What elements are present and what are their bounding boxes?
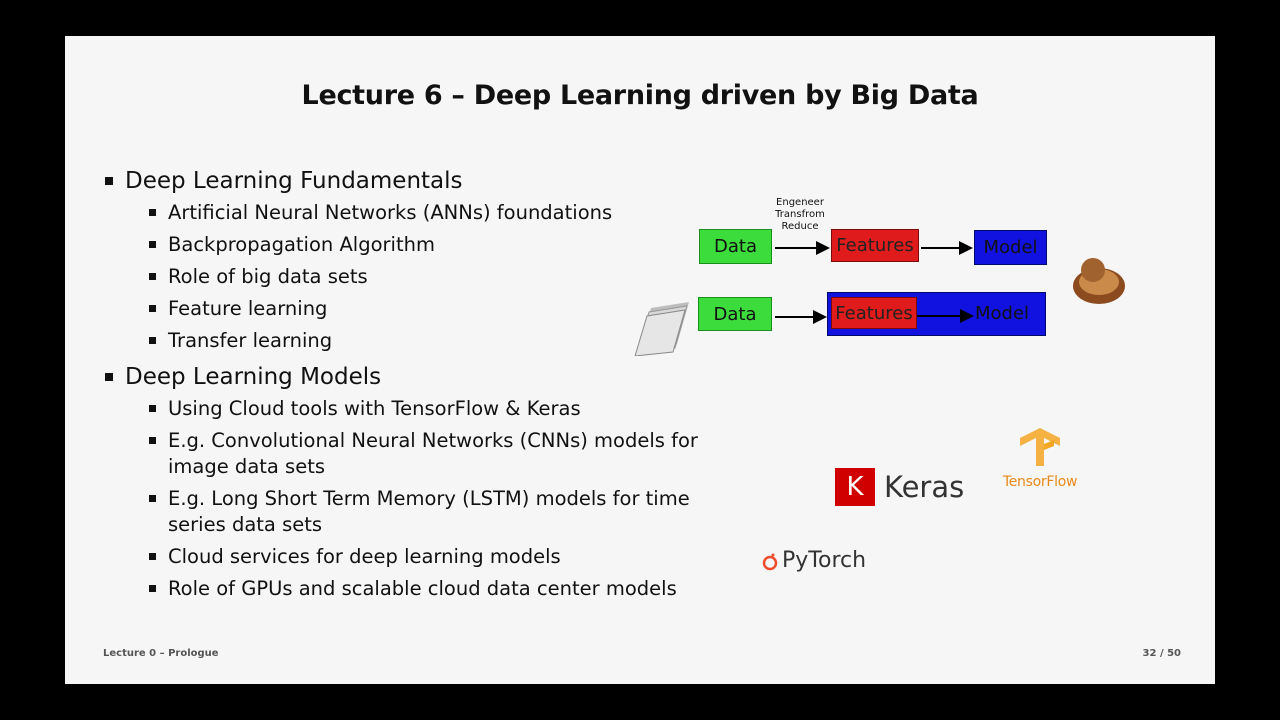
slide: Lecture 6 – Deep Learning driven by Big … xyxy=(65,36,1215,684)
features-box: Features xyxy=(831,297,917,329)
tensorflow-logo: TensorFlow xyxy=(1000,426,1080,490)
keras-label: Keras xyxy=(884,470,965,504)
bullet-list: Deep Learning Fundamentals Artificial Ne… xyxy=(105,166,705,608)
pytorch-label: PyTorch xyxy=(782,548,867,573)
arrow-icon xyxy=(917,309,974,323)
slide-title: Lecture 6 – Deep Learning driven by Big … xyxy=(301,80,979,111)
tensorflow-label: TensorFlow xyxy=(1002,474,1078,490)
sub-bullet: Transfer learning xyxy=(125,328,705,354)
sub-bullet: Role of GPUs and scalable cloud data cen… xyxy=(125,576,705,602)
diagram-annotation: Engeneer Transfrom Reduce xyxy=(775,197,825,232)
sub-bullet: Cloud services for deep learning models xyxy=(125,544,705,570)
pytorch-icon xyxy=(762,553,778,570)
features-box: Features xyxy=(831,229,919,262)
sub-bullet: E.g. Long Short Term Memory (LSTM) model… xyxy=(125,486,705,538)
keras-k-icon: K xyxy=(835,468,875,506)
arrow-icon xyxy=(921,241,973,255)
sub-bullet: Backpropagation Algorithm xyxy=(125,232,705,258)
sub-bullet: Role of big data sets xyxy=(125,264,705,290)
data-box: Data xyxy=(699,229,772,264)
bullet-section: Deep Learning Fundamentals Artificial Ne… xyxy=(105,166,705,354)
sub-bullet-list: Using Cloud tools with TensorFlow & Kera… xyxy=(125,396,705,602)
section-heading: Deep Learning Fundamentals xyxy=(125,168,463,194)
sub-bullet: Feature learning xyxy=(125,296,705,322)
footer-lecture: Lecture 0 – Prologue xyxy=(103,648,219,659)
section-heading: Deep Learning Models xyxy=(125,364,382,390)
model-box: Model xyxy=(974,230,1047,265)
model-label: Model xyxy=(975,303,1030,324)
sub-bullet: Artificial Neural Networks (ANNs) founda… xyxy=(125,200,705,226)
keras-logo: K Keras xyxy=(835,468,964,506)
arrow-icon xyxy=(775,310,827,324)
data-box: Data xyxy=(698,297,772,331)
sub-bullet: Using Cloud tools with TensorFlow & Kera… xyxy=(125,396,705,422)
sub-bullet: E.g. Convolutional Neural Networks (CNNs… xyxy=(125,428,705,480)
sub-bullet-list: Artificial Neural Networks (ANNs) founda… xyxy=(125,200,705,354)
tensorflow-icon xyxy=(1020,428,1060,466)
arrow-icon xyxy=(775,241,830,255)
paper-stack-icon xyxy=(634,302,689,356)
pytorch-logo: PyTorch xyxy=(762,548,866,573)
bullet-section: Deep Learning Models Using Cloud tools w… xyxy=(105,362,705,602)
page-number: 32 / 50 xyxy=(1142,648,1181,659)
walnut-icon xyxy=(1073,258,1125,304)
